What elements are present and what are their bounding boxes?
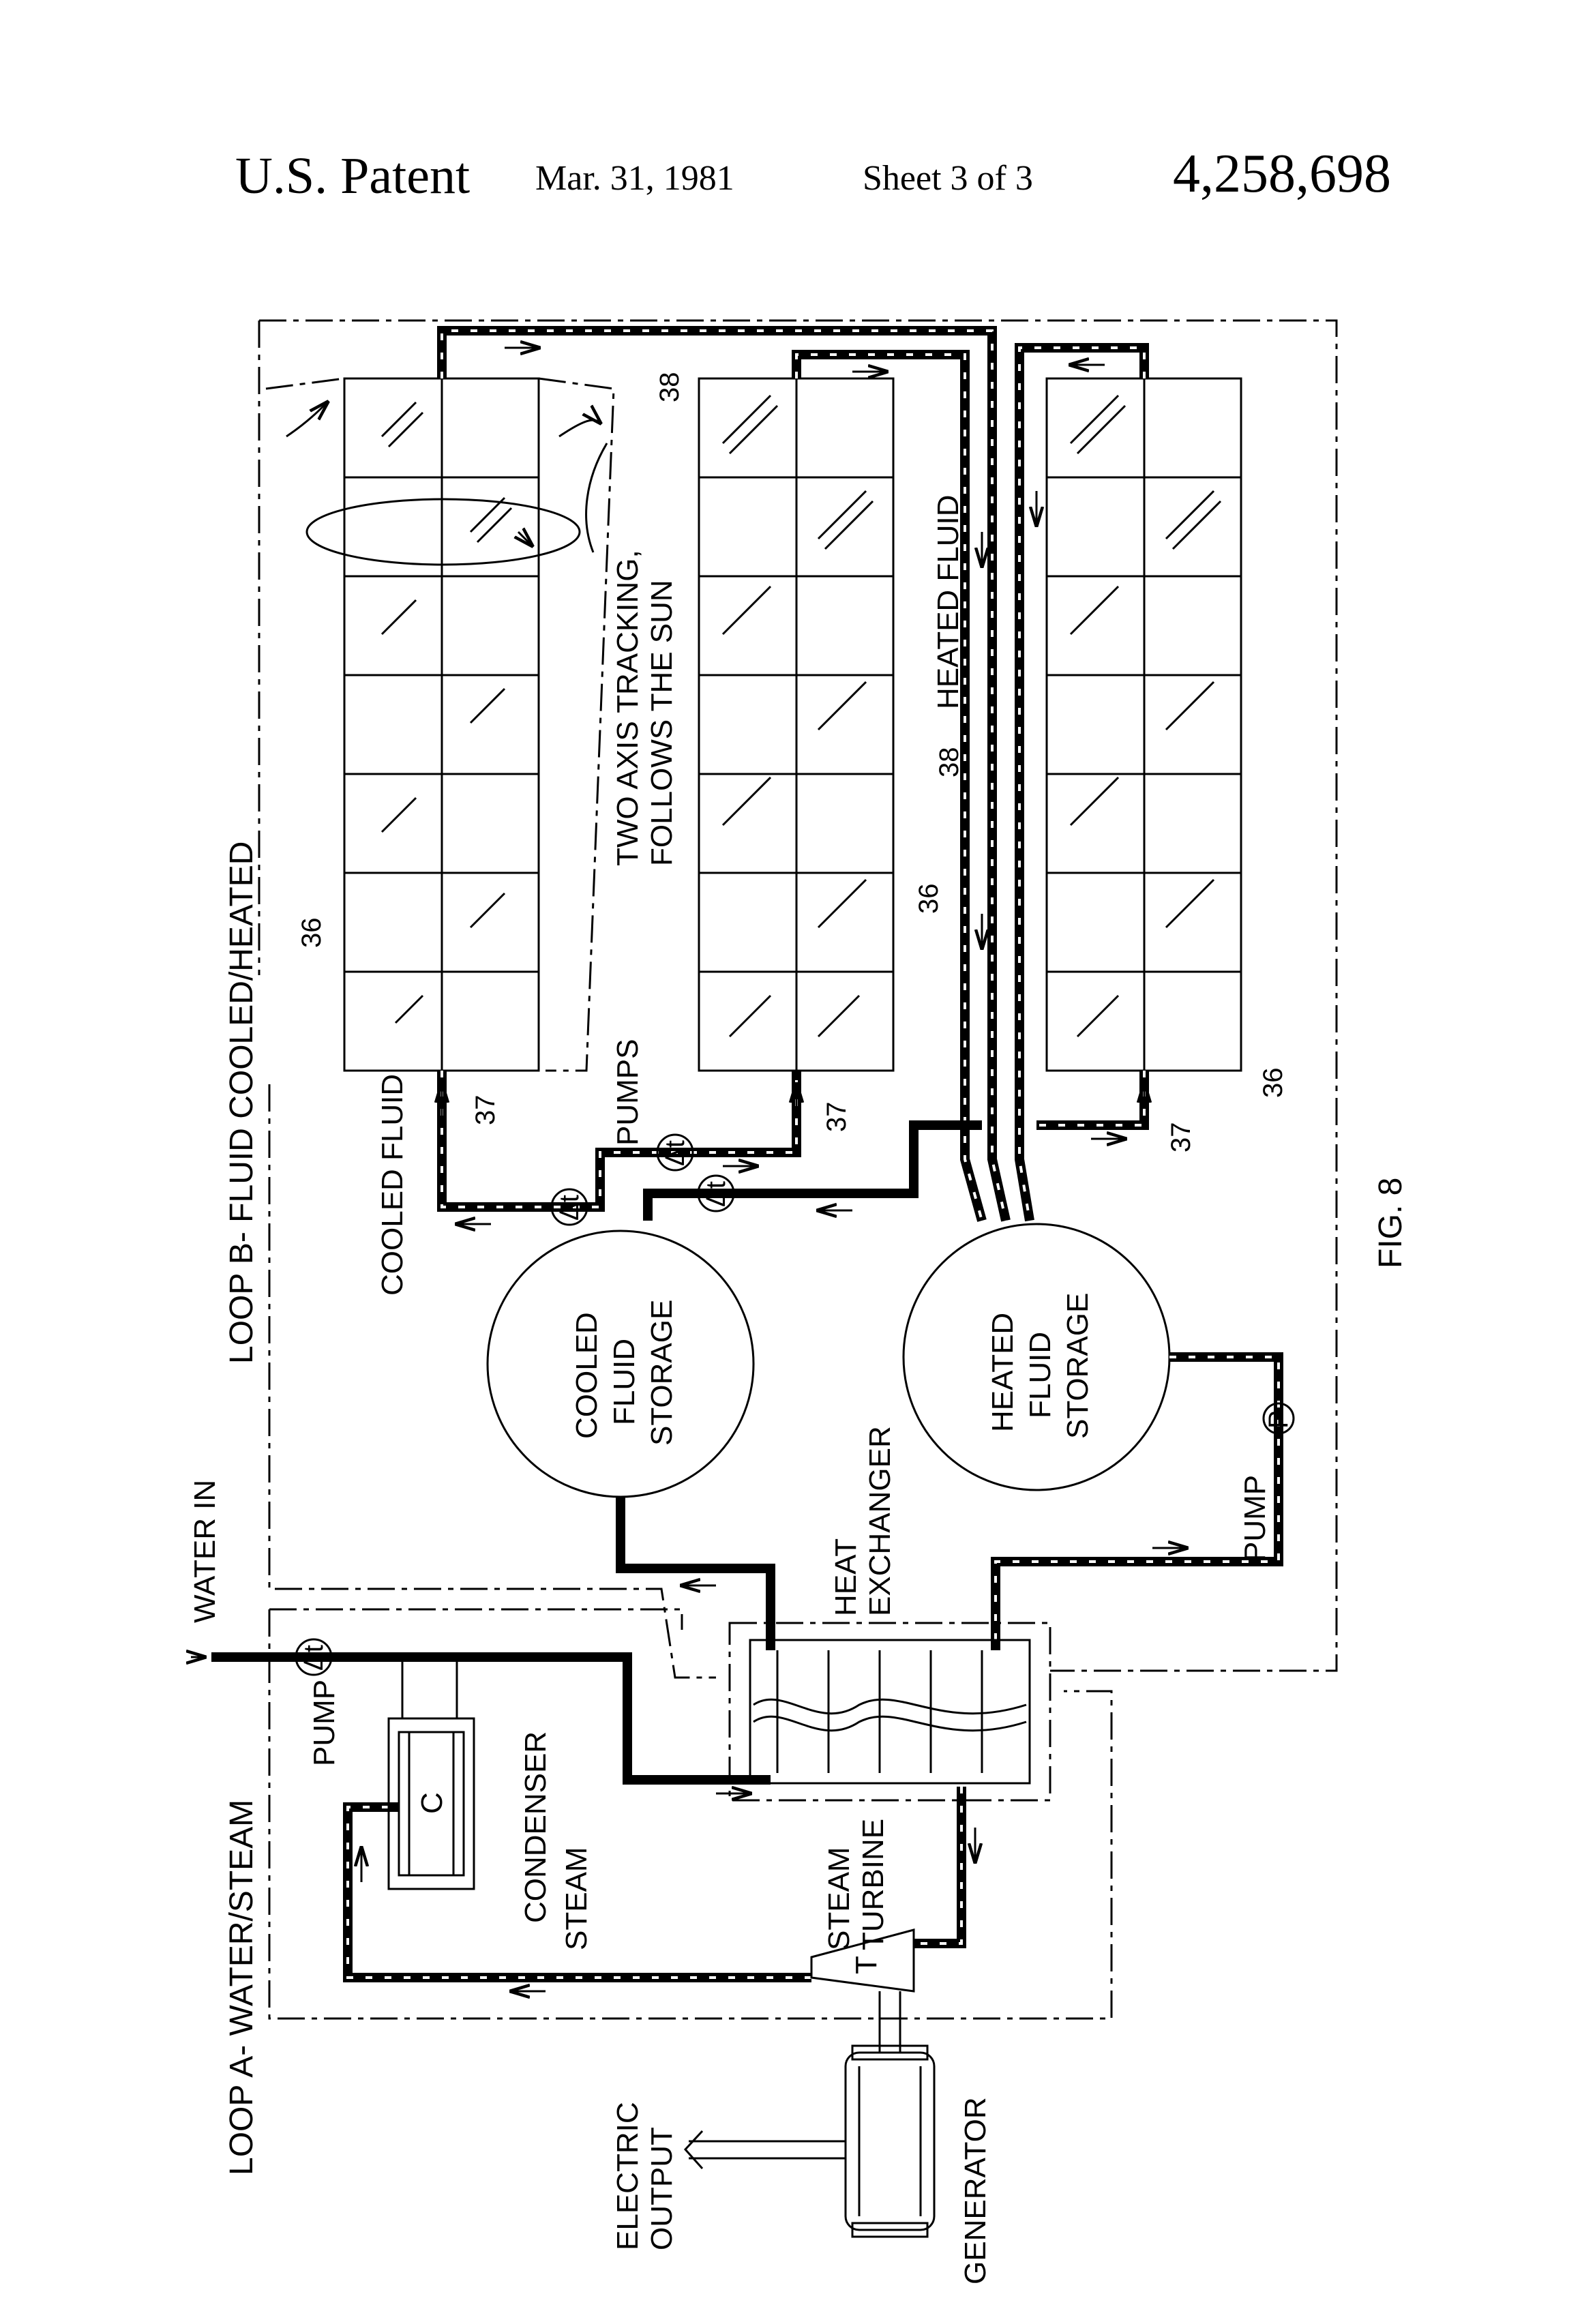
pumps-label: PUMPS [611,1039,644,1146]
ref-36-a: 36 [297,918,327,949]
cooled-fluid-label: COOLED FLUID [376,1074,409,1296]
pump-symbol-p: P [1264,1410,1294,1429]
tracking-label-2: FOLLOWS THE SUN [645,580,678,866]
loop-a-boundary [269,1609,1111,2018]
condenser-label: CONDENSER [519,1731,552,1923]
electric-output-line-1: ELECTRIC [611,2102,644,2250]
collector-array-3 [1047,378,1241,1071]
figure-label: FIG. 8 [1373,1178,1409,1268]
heated-fluid-label: HEATED FLUID [931,494,965,709]
generator-label: GENERATOR [959,2097,992,2284]
ref-36-b: 36 [914,884,944,914]
ref-36-c: 36 [1258,1068,1288,1099]
tracking-label-1: TWO AXIS TRACKING, [611,550,644,866]
storage-to-exchanger-pipes [621,1357,1294,1650]
ref-38-b: 38 [934,747,964,778]
pump-symbol-4: Δt [299,1645,329,1671]
generator [846,2046,934,2237]
collector-array-1 [344,378,539,1071]
tracking-frame [266,378,614,1071]
ref-37-a: 37 [471,1095,501,1126]
ref-37-c: 37 [1166,1122,1196,1153]
steam-turbine-line-1: STEAM [822,1847,856,1950]
steam-turbine-line-2: TURBINE [856,1819,890,1950]
heated-storage-line-3: STORAGE [1061,1293,1094,1439]
heat-exchanger [730,1623,1050,1800]
pump-symbol-3: Δt [701,1181,731,1207]
collector-array-2 [699,378,893,1071]
steam-label: STEAM [560,1847,593,1950]
condenser-letter: C [415,1792,449,1814]
heat-exchanger-line-2: EXCHANGER [863,1426,897,1616]
heat-exchanger-line-1: HEAT [829,1538,863,1616]
cooled-storage-line-1: COOLED [570,1312,603,1439]
ref-38-a: 38 [655,372,685,403]
cooled-fluid-pipes [442,1071,1144,1224]
turbine-letter: T [850,1956,883,1974]
loop-b-label: LOOP B- FLUID COOLED/HEATED [224,841,260,1364]
cooled-storage-line-2: FLUID [608,1339,641,1425]
loop-a-label: LOOP A- WATER/STEAM [224,1800,260,2175]
pump-loop-a-label: PUMP [308,1680,341,1766]
pump-symbol-1: Δt [554,1195,584,1221]
electric-output-line-2: OUTPUT [645,2127,678,2250]
water-in-label: WATER IN [188,1480,222,1623]
pump-heated-label: PUMP [1238,1475,1272,1562]
heated-storage-line-2: FLUID [1024,1332,1057,1418]
heated-storage-line-1: HEATED [986,1313,1019,1432]
pump-symbol-2: Δt [660,1140,690,1166]
cooled-storage-line-3: STORAGE [645,1300,678,1446]
electric-output-arrow [685,2131,846,2169]
ref-37-b: 37 [822,1102,852,1133]
rotated-labels: LOOP B- FLUID COOLED/HEATED LOOP A- WATE… [188,372,1409,2285]
